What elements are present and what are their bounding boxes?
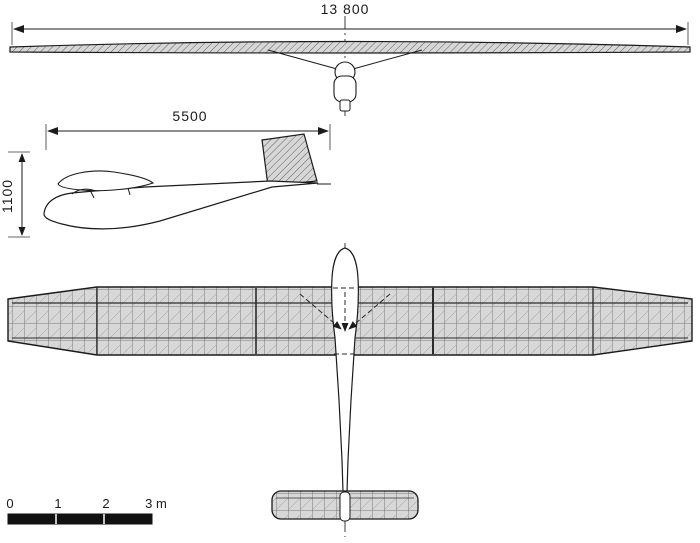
plan-control-run-right: [348, 293, 391, 330]
side-fin: [261, 133, 318, 187]
side-pylon-front: [89, 189, 95, 199]
height-dimension: 1100: [0, 151, 30, 238]
front-strut-left: [267, 49, 338, 70]
plan-fuselage-tail-end: [339, 491, 351, 522]
height-value: 1100: [0, 179, 15, 213]
front-wing: [9, 40, 691, 54]
scale-label-1: 1: [54, 496, 61, 511]
scale-label-0: 0: [6, 496, 13, 511]
wingspan-value: 13 800: [321, 1, 370, 17]
side-view: [43, 133, 331, 230]
plan-fuselage: [331, 247, 359, 522]
front-strut-right: [352, 49, 423, 70]
front-skid: [339, 99, 351, 112]
scale-bar-rect: [7, 513, 153, 525]
front-view: [9, 16, 691, 116]
scale-label-3: 3 m: [145, 496, 167, 511]
front-fuselage-pod: [333, 75, 357, 103]
scale-bar: 0 1 2 3 m: [6, 496, 167, 525]
plan-view: [7, 243, 693, 537]
side-pylon-rear: [127, 187, 131, 196]
plan-control-run-left: [299, 293, 342, 330]
length-dimension: 5500: [45, 108, 331, 150]
side-canopy-line: [71, 188, 97, 195]
side-wing-section: [57, 170, 155, 192]
side-fuselage: [43, 180, 319, 230]
wingspan-dimension: 13 800: [11, 1, 689, 45]
length-value: 5500: [172, 108, 207, 124]
scale-label-2: 2: [102, 496, 109, 511]
